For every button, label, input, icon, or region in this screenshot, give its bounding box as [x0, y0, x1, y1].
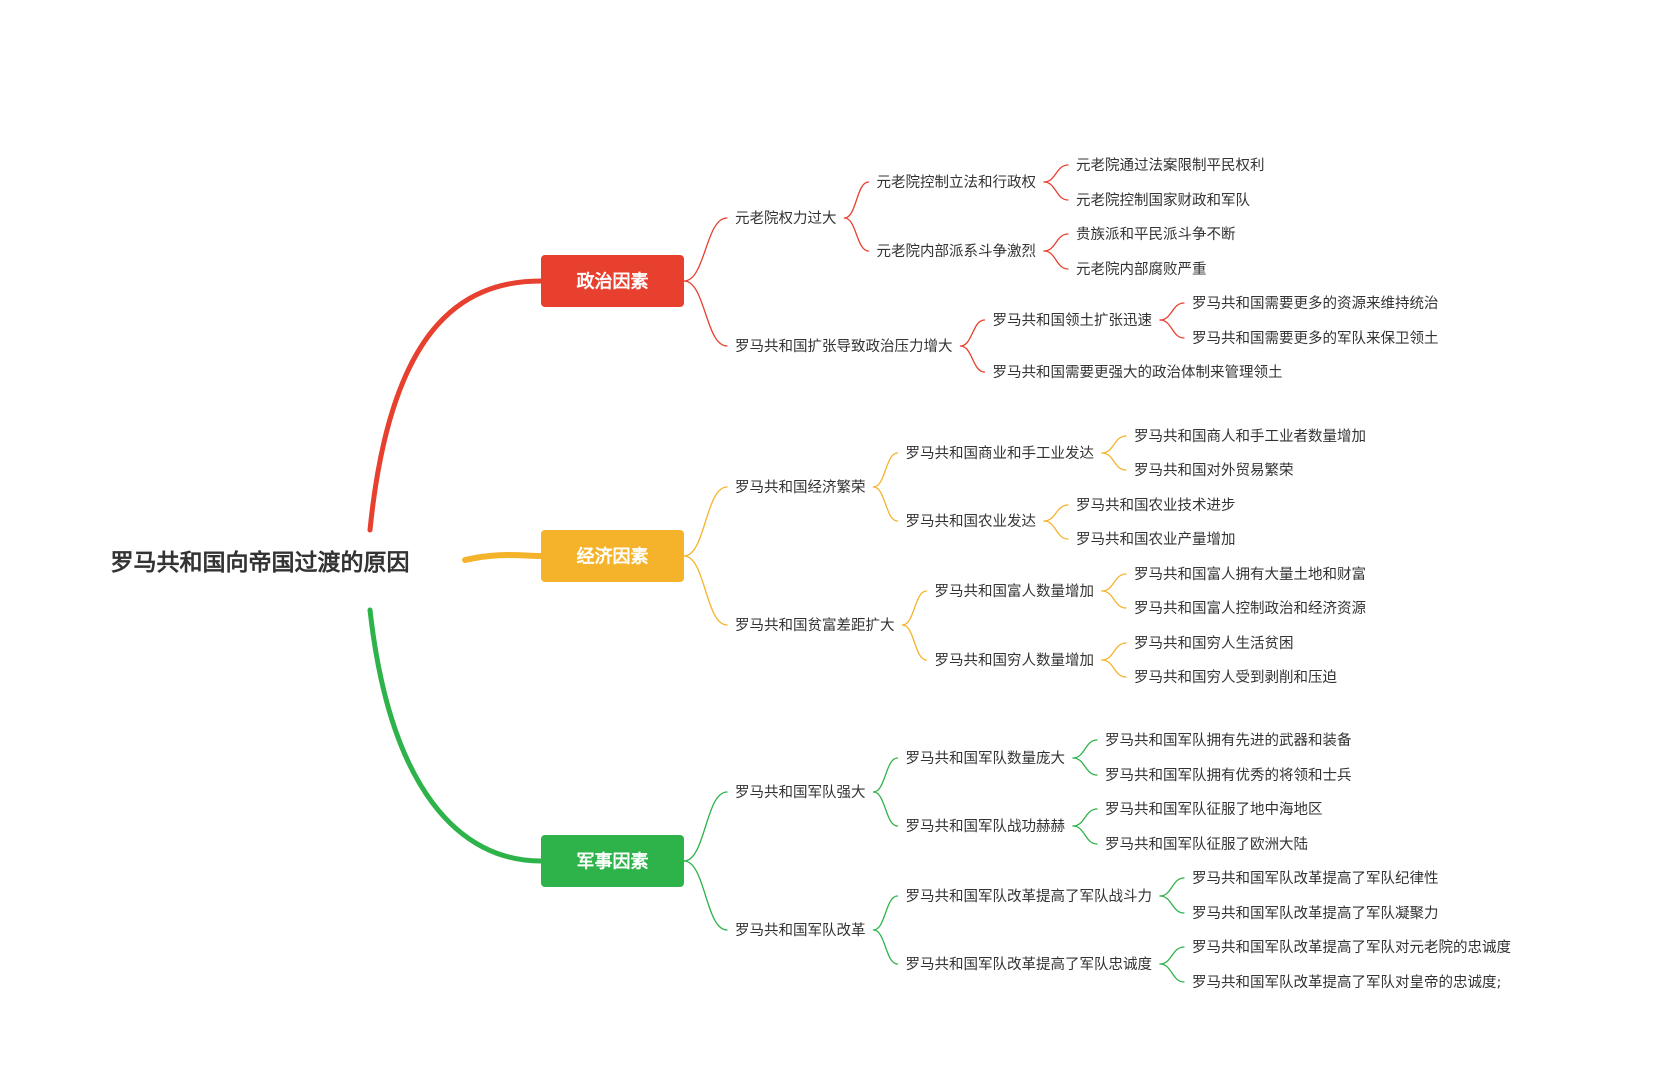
branch-label: 政治因素	[577, 271, 649, 293]
branch-connector-2	[367, 607, 544, 864]
level2-connector	[872, 791, 899, 827]
level3-connector	[1072, 825, 1098, 845]
level1-connector	[683, 280, 728, 347]
level2-connector	[872, 757, 899, 793]
branch-node-0[interactable]: 政治因素	[541, 255, 684, 307]
level2-topic[interactable]: 罗马共和国军队改革提高了军队战斗力	[906, 888, 1153, 905]
level3-topic[interactable]: 元老院通过法案限制平民权利	[1076, 156, 1265, 174]
level3-connector	[1159, 895, 1185, 914]
level3-topic[interactable]: 罗马共和国军队征服了欧洲大陆	[1105, 836, 1308, 853]
level2-topic[interactable]: 罗马共和国商业和手工业发达	[906, 445, 1095, 462]
level3-connector	[1101, 659, 1127, 678]
level3-topic[interactable]: 元老院内部腐败严重	[1076, 260, 1207, 278]
branch-label: 军事因素	[577, 851, 649, 873]
level3-connector	[1159, 963, 1185, 983]
level3-connector	[1159, 319, 1185, 339]
level1-topic[interactable]: 元老院权力过大	[735, 210, 837, 227]
level2-topic[interactable]: 罗马共和国农业发达	[906, 513, 1037, 530]
level3-connector	[1072, 808, 1098, 827]
level3-topic[interactable]: 罗马共和国军队改革提高了军队对皇帝的忠诚度;	[1192, 974, 1501, 991]
branch-connector-1	[462, 552, 544, 563]
branch-box	[541, 530, 684, 582]
level2-connector	[872, 452, 899, 488]
level2-topic[interactable]: 元老院控制立法和行政权	[877, 174, 1037, 191]
level3-connector	[1159, 946, 1185, 965]
level3-topic[interactable]: 罗马共和国富人拥有大量土地和财富	[1134, 565, 1366, 583]
level3-topic[interactable]: 罗马共和国军队改革提高了军队对元老院的忠诚度	[1192, 939, 1511, 956]
branch-connector-0	[367, 278, 544, 533]
level3-topic[interactable]: 罗马共和国军队征服了地中海地区	[1105, 801, 1323, 818]
level2-topic[interactable]: 罗马共和国需要更强大的政治体制来管理领土	[993, 364, 1283, 381]
level3-connector	[1072, 739, 1098, 759]
level2-connector	[843, 181, 870, 219]
level1-topic[interactable]: 罗马共和国经济繁荣	[735, 479, 866, 496]
level2-connector	[901, 590, 928, 626]
level2-topic[interactable]: 罗马共和国领土扩张迅速	[993, 312, 1153, 329]
level1-topic[interactable]: 罗马共和国扩张导致政治压力增大	[735, 338, 953, 355]
level1-connector	[683, 217, 728, 282]
level2-connector	[872, 895, 899, 931]
level3-topic[interactable]: 罗马共和国需要更多的资源来维持统治	[1192, 295, 1439, 312]
level2-connector	[959, 345, 986, 373]
level3-connector	[1043, 504, 1069, 522]
level3-connector	[1101, 435, 1127, 454]
level3-topic[interactable]: 罗马共和国需要更多的军队来保卫领土	[1192, 330, 1439, 347]
level3-topic[interactable]: 罗马共和国穷人生活贫困	[1134, 635, 1294, 652]
level2-connector	[901, 624, 928, 661]
level1-topic[interactable]: 罗马共和国军队改革	[735, 922, 866, 939]
level2-connector	[872, 486, 899, 522]
level1-connector	[683, 860, 728, 931]
level3-topic[interactable]: 罗马共和国军队改革提高了军队凝聚力	[1192, 905, 1439, 922]
branch-box	[541, 835, 684, 887]
root-topic[interactable]: 罗马共和国向帝国过渡的原因	[111, 549, 410, 576]
branch-box	[541, 255, 684, 307]
level3-connector	[1101, 573, 1127, 592]
level3-topic[interactable]: 罗马共和国军队拥有先进的武器和装备	[1105, 732, 1352, 749]
level3-connector	[1159, 302, 1185, 321]
level3-connector	[1072, 757, 1098, 776]
level3-connector	[1043, 181, 1069, 201]
level3-connector	[1043, 250, 1069, 270]
level2-connector	[959, 319, 986, 347]
branch-label: 经济因素	[577, 546, 649, 568]
level3-topic[interactable]: 罗马共和国商人和手工业者数量增加	[1134, 428, 1366, 445]
level2-topic[interactable]: 罗马共和国富人数量增加	[935, 582, 1095, 600]
branch-node-2[interactable]: 军事因素	[541, 835, 684, 887]
level3-topic[interactable]: 罗马共和国农业产量增加	[1076, 531, 1236, 548]
connector-lines	[367, 164, 1185, 983]
level3-connector	[1101, 642, 1127, 661]
level2-topic[interactable]: 罗马共和国军队数量庞大	[906, 750, 1066, 767]
level2-topic[interactable]: 元老院内部派系斗争激烈	[877, 242, 1037, 260]
level2-connector	[843, 217, 870, 252]
level3-topic[interactable]: 罗马共和国富人控制政治和经济资源	[1134, 599, 1366, 617]
level1-topic[interactable]: 罗马共和国军队强大	[735, 784, 866, 801]
level3-topic[interactable]: 罗马共和国农业技术进步	[1076, 497, 1236, 514]
level3-connector	[1101, 452, 1127, 471]
level3-connector	[1043, 520, 1069, 540]
branch-node-1[interactable]: 经济因素	[541, 530, 684, 582]
level3-connector	[1101, 590, 1127, 609]
level1-topic[interactable]: 罗马共和国贫富差距扩大	[735, 616, 895, 634]
level1-connector	[683, 791, 728, 862]
level3-topic[interactable]: 罗马共和国穷人受到剥削和压迫	[1134, 669, 1337, 686]
level1-connector	[683, 555, 728, 626]
level3-connector	[1043, 164, 1069, 183]
level3-topic[interactable]: 贵族派和平民派斗争不断	[1076, 225, 1236, 243]
level1-connector	[683, 486, 728, 557]
level2-topic[interactable]: 罗马共和国军队改革提高了军队忠诚度	[906, 956, 1153, 973]
level2-topic[interactable]: 罗马共和国军队战功赫赫	[906, 818, 1066, 835]
mind-map-nodes: 罗马共和国向帝国过渡的原因 政治因素 元老院权力过大 元老院控制立法和行政权 元老院通…	[111, 156, 1512, 991]
level2-topic[interactable]: 罗马共和国穷人数量增加	[935, 652, 1095, 669]
level3-connector	[1043, 233, 1069, 252]
level2-connector	[872, 929, 899, 965]
level3-connector	[1159, 877, 1185, 897]
level3-topic[interactable]: 罗马共和国军队拥有优秀的将领和士兵	[1105, 767, 1352, 784]
level3-topic[interactable]: 罗马共和国对外贸易繁荣	[1134, 462, 1294, 479]
level3-topic[interactable]: 元老院控制国家财政和军队	[1076, 192, 1250, 209]
level3-topic[interactable]: 罗马共和国军队改革提高了军队纪律性	[1192, 870, 1439, 887]
